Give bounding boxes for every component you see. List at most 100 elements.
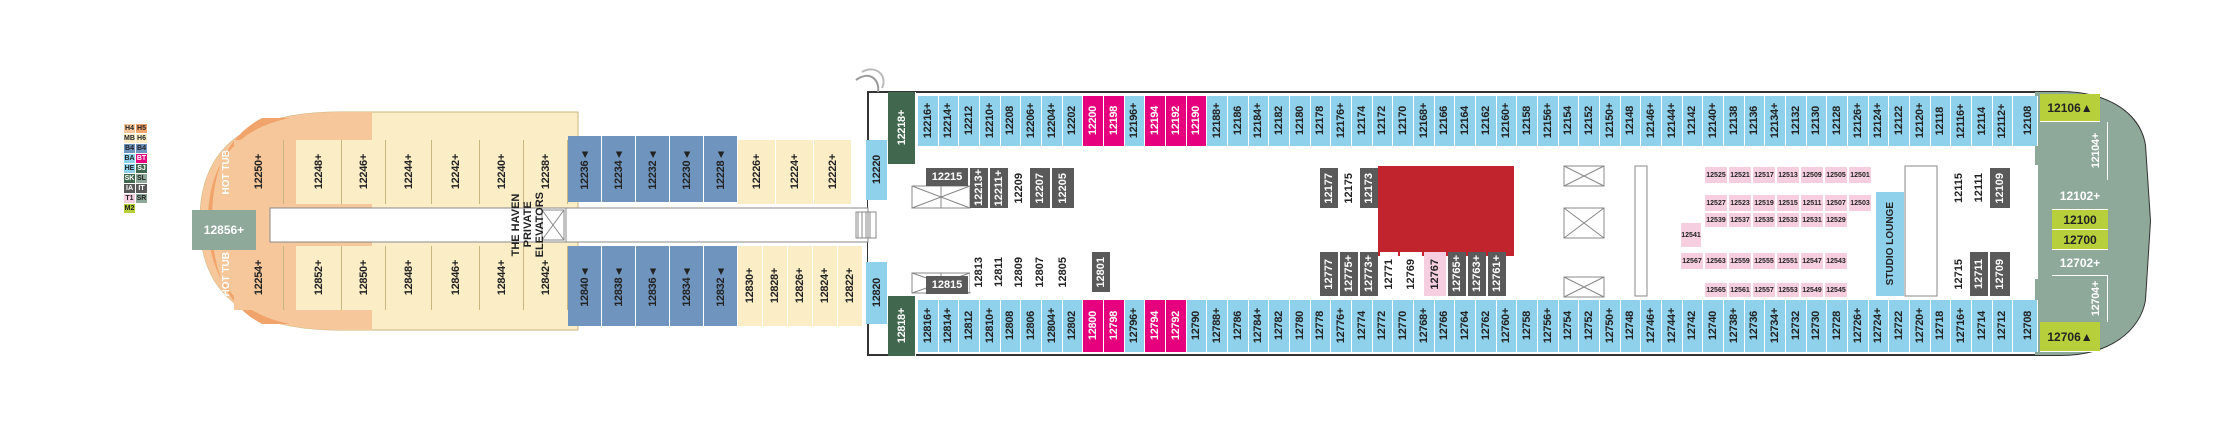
haven-cabin[interactable]: 12238+ xyxy=(524,140,568,204)
studio-cabin[interactable]: 12521 xyxy=(1728,166,1752,184)
studio-cabin[interactable]: 12565 xyxy=(1704,282,1728,298)
cabin-bottom[interactable]: 12812 xyxy=(959,300,980,352)
studio-cabin[interactable]: 12543 xyxy=(1824,252,1848,270)
cabin-bottom[interactable]: 12788+ xyxy=(1207,300,1228,352)
cabin-top[interactable]: 12144+ xyxy=(1662,96,1683,146)
cabin-cream[interactable]: 12222+ xyxy=(814,140,852,204)
inner-cabin[interactable]: 12765+ xyxy=(1448,252,1466,296)
cabin-top[interactable]: 12122 xyxy=(1889,96,1910,146)
cabin-steel[interactable]: 12834▲ xyxy=(670,246,704,326)
haven-cabin[interactable]: 12240+ xyxy=(480,140,524,204)
studio-cabin[interactable]: 12523 xyxy=(1728,194,1752,212)
cabin-cream[interactable]: 12824+ xyxy=(813,246,838,326)
cabin-bottom[interactable]: 12810+ xyxy=(980,300,1001,352)
cabin-bottom[interactable]: 12802 xyxy=(1062,300,1084,352)
studio-cabin[interactable]: 12515 xyxy=(1776,194,1800,212)
cabin-cream[interactable]: 12822+ xyxy=(838,246,863,326)
cabin-top[interactable]: 12128 xyxy=(1827,96,1848,146)
inner-cabin[interactable]: 12767 xyxy=(1424,252,1446,296)
bow-cabin[interactable]: 12704+ xyxy=(2084,276,2108,322)
bow-cabin[interactable]: 12104+ xyxy=(2084,122,2108,180)
cabin-bottom[interactable]: 12716+ xyxy=(1951,300,1972,352)
cabin-bottom[interactable]: 12762 xyxy=(1476,300,1497,352)
cabin-bottom[interactable]: 12794 xyxy=(1145,300,1166,352)
cabin-top[interactable]: 12112+ xyxy=(1992,96,2014,146)
inner-cabin[interactable]: 12801 xyxy=(1092,252,1110,292)
haven-cabin[interactable]: 12248+ xyxy=(296,140,342,204)
cabin-bottom[interactable]: 12724+ xyxy=(1868,300,1890,352)
cabin-top[interactable]: 12134+ xyxy=(1765,96,1786,146)
haven-cabin[interactable]: 12246+ xyxy=(342,140,386,204)
cabin-steel[interactable]: 12232▲ xyxy=(636,136,670,202)
cabin-bottom[interactable]: 12804+ xyxy=(1042,300,1063,352)
studio-cabin[interactable]: 12545 xyxy=(1824,282,1848,298)
studio-cabin[interactable]: 12507 xyxy=(1824,194,1848,212)
cabin-bottom[interactable]: 12736 xyxy=(1744,300,1766,352)
cabin-top[interactable]: 12140+ xyxy=(1703,96,1724,146)
cabin-steel[interactable]: 12234▲ xyxy=(602,136,636,202)
studio-cabin[interactable]: 12549 xyxy=(1800,282,1824,298)
cabin-bottom[interactable]: 12750+ xyxy=(1600,300,1621,352)
cabin-top[interactable]: 12214+ xyxy=(938,96,960,146)
cabin-top[interactable]: 12172 xyxy=(1372,96,1394,146)
studio-cabin[interactable]: 12531 xyxy=(1800,212,1824,228)
cabin-bottom[interactable]: 12732 xyxy=(1786,300,1807,352)
cabin-top[interactable]: 12116+ xyxy=(1951,96,1972,146)
inner-cabin[interactable]: 12809 xyxy=(1010,252,1028,292)
cabin-bottom[interactable]: 12714 xyxy=(1972,300,1993,352)
haven-cabin[interactable]: 12850+ xyxy=(342,246,386,310)
cabin-top[interactable]: 12114 xyxy=(1972,96,1993,146)
cabin-steel[interactable]: 12228▲ xyxy=(704,136,738,202)
studio-cabin[interactable]: 12513 xyxy=(1776,166,1800,184)
inner-cabin[interactable]: 12807 xyxy=(1030,252,1050,292)
studio-cabin[interactable]: 12553 xyxy=(1776,282,1800,298)
inner-cabin[interactable]: 12805 xyxy=(1052,252,1074,292)
cabin-cream[interactable]: 12226+ xyxy=(738,140,776,204)
cabin-top[interactable]: 12154 xyxy=(1558,96,1580,146)
cabin-bottom[interactable]: 12744+ xyxy=(1662,300,1683,352)
studio-cabin[interactable]: 12525 xyxy=(1704,166,1728,184)
cabin-bottom[interactable]: 12806 xyxy=(1021,300,1042,352)
cabin-bottom[interactable]: 12780 xyxy=(1290,300,1311,352)
cabin-bottom[interactable]: 12778 xyxy=(1310,300,1332,352)
bow-cabin[interactable]: 12708 xyxy=(2018,300,2038,352)
cabin-top[interactable]: 12148 xyxy=(1620,96,1642,146)
cabin-bottom[interactable]: 12770 xyxy=(1393,300,1414,352)
cabin-top[interactable]: 12200 xyxy=(1083,96,1104,146)
cabin-bottom[interactable]: 12816+ xyxy=(918,300,939,352)
cabin-bottom[interactable]: 12808 xyxy=(1000,300,1022,352)
cabin-darkgreen[interactable]: 12818+ xyxy=(888,296,916,356)
cabin-bottom[interactable]: 12814+ xyxy=(938,300,960,352)
cabin-top[interactable]: 12170 xyxy=(1393,96,1414,146)
cabin-bottom[interactable]: 12766 xyxy=(1434,300,1456,352)
haven-center-cabin[interactable]: 12856+ xyxy=(192,210,256,250)
cabin-top[interactable]: 12124+ xyxy=(1868,96,1890,146)
cabin-bottom[interactable]: 12798 xyxy=(1104,300,1125,352)
cabin-top[interactable]: 12142 xyxy=(1682,96,1704,146)
cabin-top[interactable]: 12212 xyxy=(959,96,980,146)
cabin-bottom[interactable]: 12722 xyxy=(1889,300,1910,352)
cabin-bottom[interactable]: 12726+ xyxy=(1848,300,1869,352)
inner-cabin[interactable]: 12709 xyxy=(1990,252,2010,296)
cabin-bottom[interactable]: 12720+ xyxy=(1910,300,1931,352)
cabin-bottom[interactable]: 12752 xyxy=(1579,300,1600,352)
cabin-bottom[interactable]: 12756+ xyxy=(1538,300,1559,352)
cabin-top[interactable]: 12182 xyxy=(1269,96,1290,146)
cabin-top[interactable]: 12176+ xyxy=(1331,96,1352,146)
studio-cabin[interactable]: 12535 xyxy=(1752,212,1776,228)
haven-cabin[interactable]: 12250+ xyxy=(234,140,284,204)
inner-cabin[interactable]: 12813 xyxy=(970,252,988,292)
cabin-bottom[interactable]: 12776+ xyxy=(1331,300,1352,352)
inner-cabin[interactable]: 12207 xyxy=(1030,168,1050,208)
cabin-bottom[interactable]: 12760+ xyxy=(1496,300,1518,352)
cabin-bottom[interactable]: 12758 xyxy=(1517,300,1538,352)
cabin-bottom[interactable]: 12746+ xyxy=(1641,300,1662,352)
inner-cabin[interactable]: 12111 xyxy=(1970,168,1988,208)
cabin-bottom[interactable]: 12772 xyxy=(1372,300,1394,352)
bow-cabin[interactable]: 12700 xyxy=(2052,230,2108,250)
cabin-top[interactable]: 12184+ xyxy=(1248,96,1270,146)
cabin-entry[interactable]: 12220 xyxy=(866,140,888,200)
cabin-top[interactable]: 12162 xyxy=(1476,96,1497,146)
cabin-top[interactable]: 12168+ xyxy=(1414,96,1435,146)
studio-cabin[interactable]: 12505 xyxy=(1824,166,1848,184)
